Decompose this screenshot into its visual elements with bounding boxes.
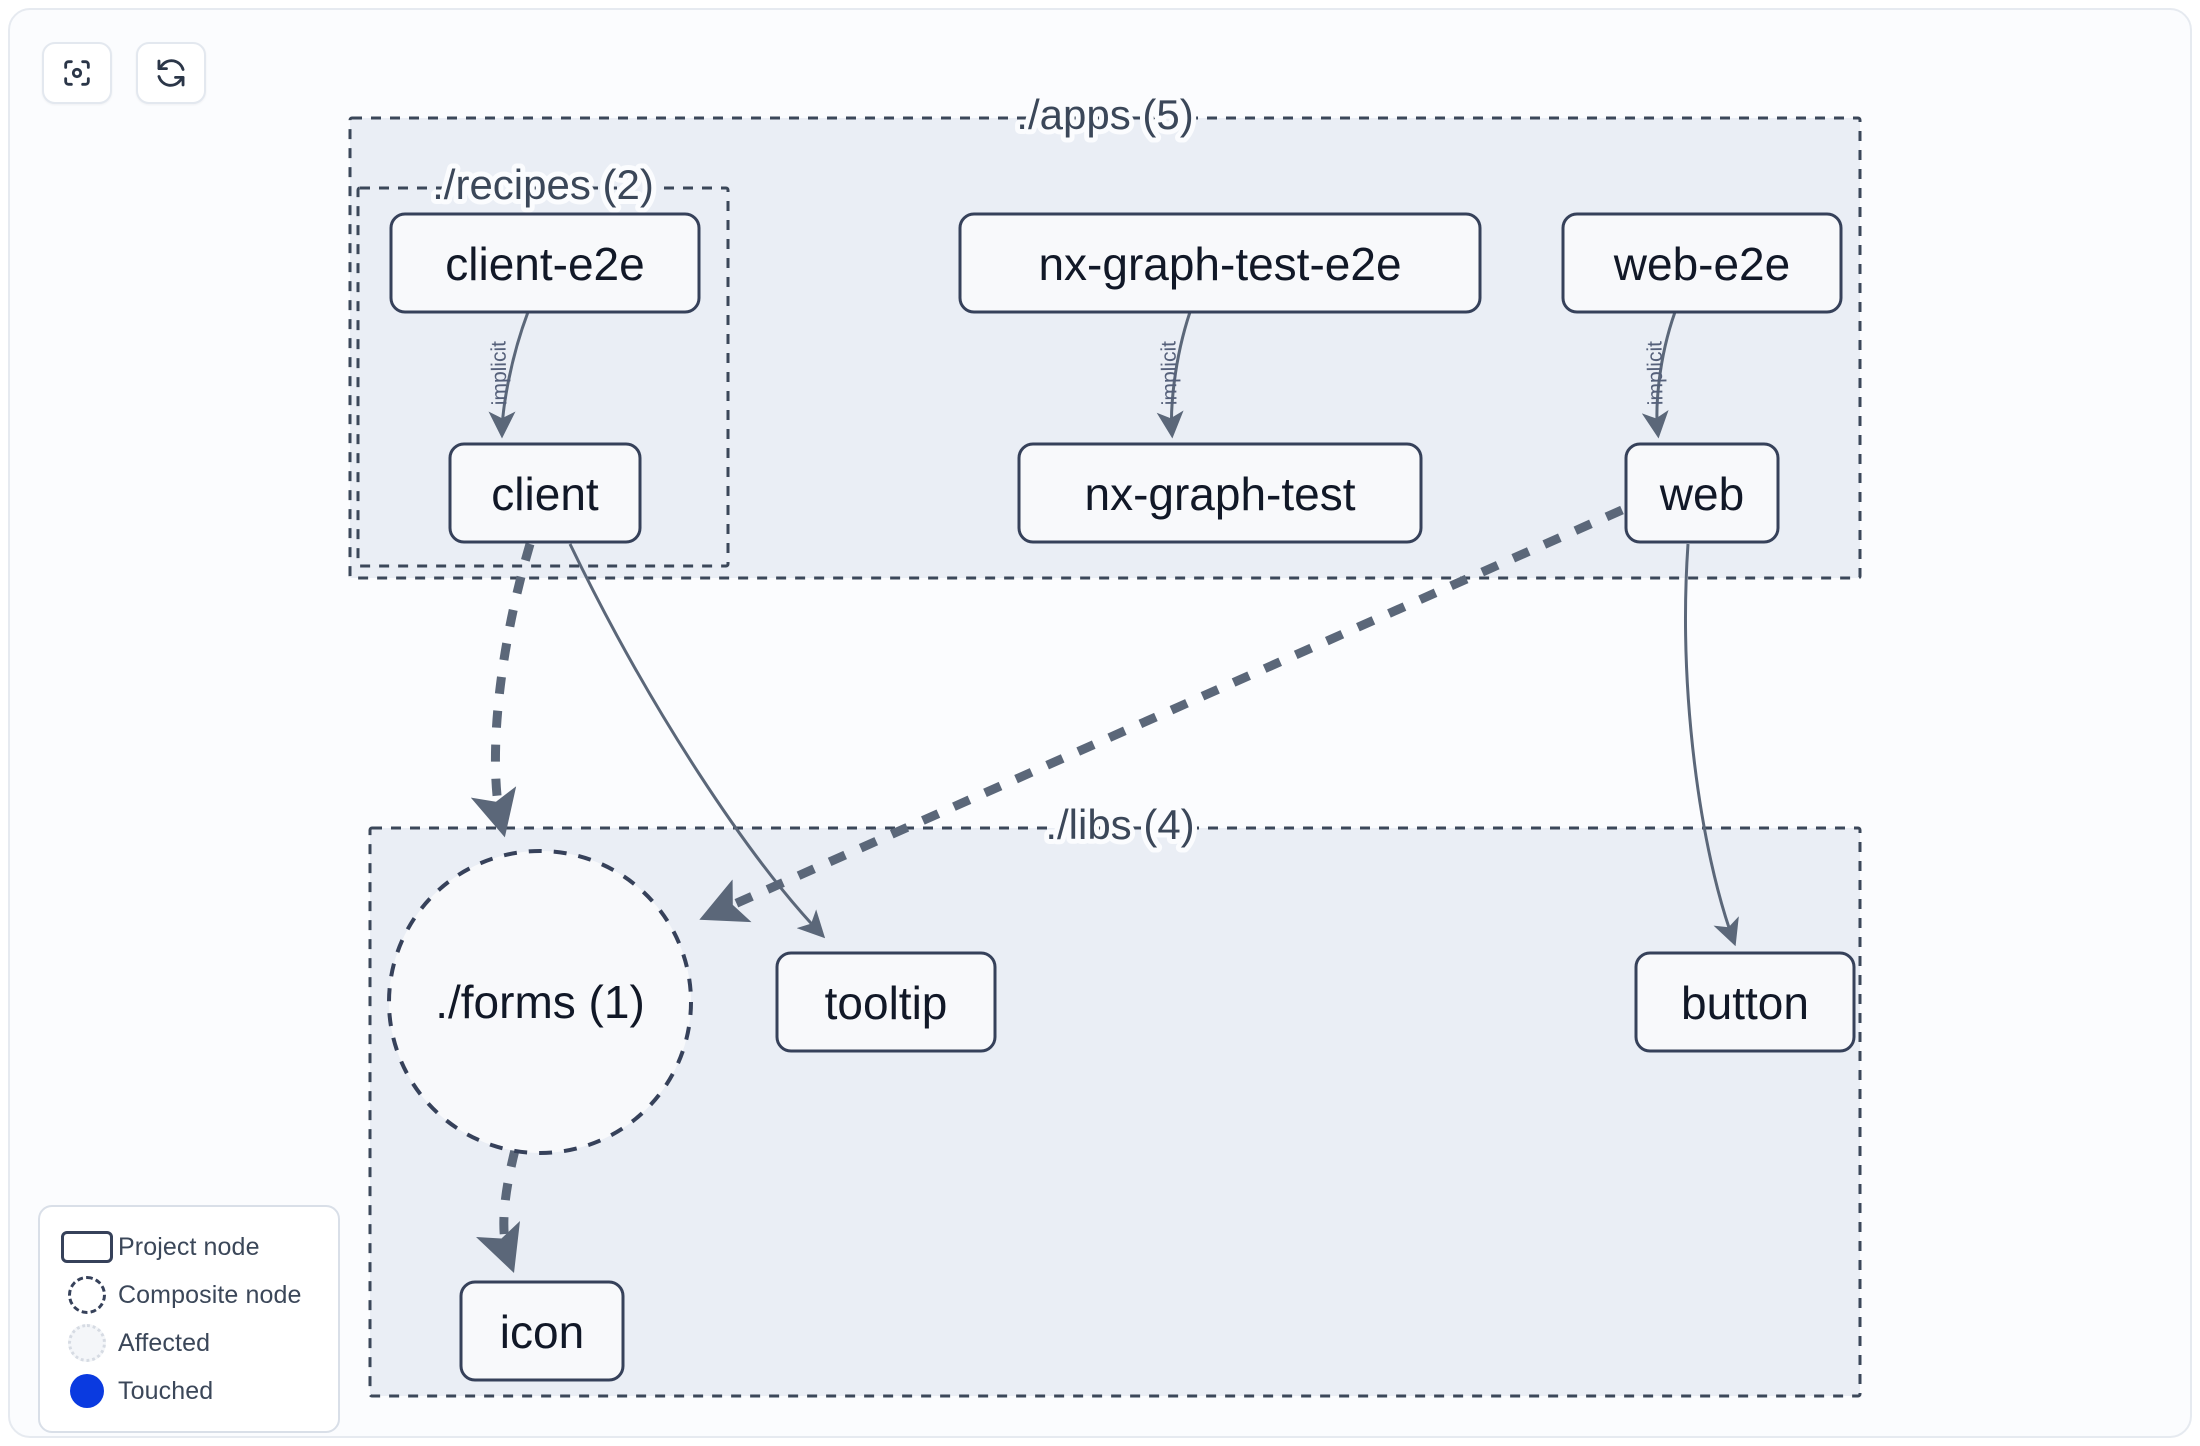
node-box (1561, 212, 1843, 314)
node-icon[interactable]: icon (459, 1280, 625, 1382)
group-libs[interactable]: ./libs (4) (368, 796, 1862, 1398)
edge-label-implicit-3: implicit (1643, 341, 1667, 406)
project-graph-canvas[interactable]: ./apps (5) ./recipes (2) ./libs (4) impl… (10, 10, 2192, 1438)
group-apps-label: ./apps (5) (1016, 91, 1193, 138)
edge-client-forms[interactable] (470, 542, 535, 838)
edge-path (568, 543, 826, 939)
node-box (1634, 951, 1856, 1053)
affected-node-icon (56, 1324, 118, 1362)
edge-label-implicit-1: implicit (487, 341, 511, 406)
node-label-nx-graph-test-e2e: nx-graph-test-e2e (1038, 238, 1401, 290)
node-tooltip[interactable]: tooltip (775, 951, 997, 1053)
node-box (1017, 442, 1423, 544)
edge-web-forms[interactable] (699, 505, 1624, 923)
node-box (389, 212, 701, 314)
edge-nxgt-e2e-nxgt[interactable]: implicit (1156, 311, 1192, 439)
node-label-button: button (1681, 977, 1809, 1029)
edge-client-e2e-client[interactable]: implicit (487, 311, 530, 439)
edge-path (1641, 311, 1677, 439)
touched-node-icon (56, 1374, 118, 1408)
group-recipes-label: ./recipes (2) (432, 161, 654, 208)
node-label-client-e2e: client-e2e (445, 238, 644, 290)
edge-client-tooltip[interactable] (568, 543, 826, 939)
legend-label-affected: Affected (118, 1328, 211, 1357)
legend-label-composite-node: Composite node (118, 1280, 302, 1309)
node-box (459, 1280, 625, 1382)
refresh-graph-button[interactable] (136, 42, 206, 104)
composite-node-icon (56, 1276, 118, 1314)
node-label-forms: ./forms (1) (435, 976, 645, 1028)
graph-legend: Project node Composite node Affected Tou… (38, 1205, 340, 1433)
edge-web-e2e-web[interactable]: implicit (1641, 311, 1677, 439)
node-box (775, 951, 997, 1053)
node-label-icon: icon (500, 1306, 584, 1358)
node-label-web: web (1659, 468, 1744, 520)
project-node-icon (56, 1231, 118, 1263)
focus-graph-button[interactable] (42, 42, 112, 104)
node-box (958, 212, 1482, 314)
node-label-nx-graph-test: nx-graph-test (1084, 468, 1355, 520)
refresh-icon (154, 56, 188, 90)
edge-path (476, 1148, 521, 1273)
node-client[interactable]: client (448, 442, 642, 544)
legend-item-affected: Affected (56, 1319, 320, 1367)
edge-web-button[interactable] (1684, 543, 1739, 947)
node-web[interactable]: web (1624, 442, 1780, 544)
edge-forms-icon[interactable] (476, 1148, 521, 1273)
graph-panel: ./apps (5) ./recipes (2) ./libs (4) impl… (8, 8, 2192, 1438)
legend-item-touched: Touched (56, 1367, 320, 1415)
node-nx-graph-test-e2e[interactable]: nx-graph-test-e2e (958, 212, 1482, 314)
node-client-e2e[interactable]: client-e2e (389, 212, 701, 314)
node-label-client: client (491, 468, 599, 520)
legend-item-composite-node: Composite node (56, 1271, 320, 1319)
group-libs-label: ./libs (4) (1045, 801, 1194, 848)
group-libs-box (368, 826, 1862, 1398)
edge-path (1156, 311, 1192, 439)
node-button[interactable]: button (1634, 951, 1856, 1053)
node-box (448, 442, 642, 544)
graph-toolbar (42, 42, 206, 104)
legend-label-touched: Touched (118, 1376, 214, 1405)
node-label-tooltip: tooltip (825, 977, 948, 1029)
legend-item-project-node: Project node (56, 1223, 320, 1271)
node-web-e2e[interactable]: web-e2e (1561, 212, 1843, 314)
edge-path (470, 542, 535, 838)
focus-target-icon (60, 56, 94, 90)
edge-label-implicit-2: implicit (1157, 341, 1181, 406)
legend-label-project-node: Project node (118, 1232, 260, 1261)
edge-path (488, 311, 530, 439)
edge-path (699, 505, 1624, 923)
node-nx-graph-test[interactable]: nx-graph-test (1017, 442, 1423, 544)
edge-path (1684, 543, 1739, 947)
node-label-web-e2e: web-e2e (1613, 238, 1790, 290)
node-box (1624, 442, 1780, 544)
node-circle (387, 849, 693, 1155)
node-forms[interactable]: ./forms (1) (387, 849, 693, 1155)
